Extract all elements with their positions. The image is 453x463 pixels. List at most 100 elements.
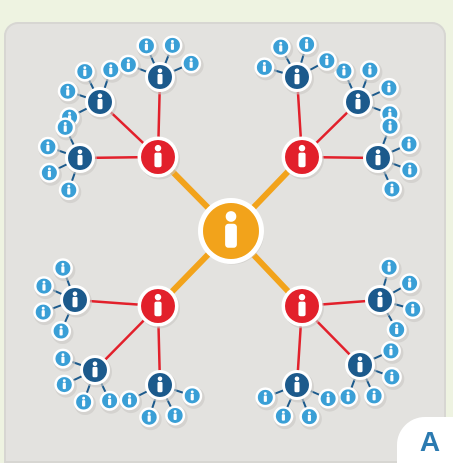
person-icon	[342, 65, 346, 76]
person-head	[157, 68, 163, 74]
tier3-node	[380, 340, 404, 364]
person-icon	[368, 64, 372, 75]
tier2-node	[345, 350, 377, 383]
person-icon	[388, 120, 392, 131]
person-body	[346, 394, 350, 402]
person-head	[372, 390, 376, 394]
person-body	[407, 142, 411, 149]
person-icon	[294, 376, 300, 393]
person-head	[294, 376, 300, 382]
person-body	[387, 85, 391, 93]
person-icon	[47, 167, 51, 178]
tier3-node	[58, 180, 82, 204]
tier3-node	[379, 257, 402, 281]
person-icon	[325, 55, 329, 66]
person-head	[59, 325, 63, 329]
person-icon	[411, 303, 415, 314]
person-head	[128, 394, 131, 398]
person-icon	[387, 82, 391, 93]
person-body	[66, 89, 70, 96]
person-head	[61, 262, 65, 266]
person-icon	[279, 41, 283, 52]
person-body	[342, 69, 346, 76]
tier3-node	[73, 392, 97, 416]
person-icon	[83, 66, 87, 77]
person-body	[294, 381, 300, 393]
person-body	[325, 58, 329, 66]
person-icon	[372, 390, 376, 401]
person-head	[279, 41, 283, 45]
person-icon	[407, 138, 411, 149]
tier3-node	[39, 162, 62, 186]
person-head	[325, 55, 329, 59]
person-body	[46, 144, 50, 152]
tier3-node	[99, 390, 123, 414]
person-head	[46, 141, 50, 145]
person-head	[189, 58, 193, 61]
person-icon	[154, 293, 162, 317]
tier3-node	[100, 59, 124, 83]
person-head	[77, 149, 83, 155]
person-head	[82, 396, 86, 400]
panel-label-badge: A	[397, 417, 453, 463]
person-body	[108, 398, 112, 406]
person-body	[62, 382, 66, 390]
tier3-node	[381, 179, 405, 203]
person-icon	[262, 62, 266, 72]
tier3-node	[181, 53, 204, 77]
person-head	[307, 411, 311, 415]
person-body	[388, 124, 392, 131]
person-head	[144, 40, 148, 44]
person-head	[154, 293, 162, 301]
tier2-node	[365, 285, 397, 318]
person-head	[298, 144, 306, 152]
person-body	[77, 154, 83, 166]
person-head	[97, 93, 103, 99]
tier3-node	[270, 37, 294, 61]
person-icon	[42, 280, 46, 291]
tier3-node	[52, 258, 76, 282]
person-head	[154, 144, 162, 152]
person-body	[154, 152, 162, 168]
person-head	[388, 108, 392, 112]
person-head	[108, 395, 112, 399]
tier3-node	[118, 54, 141, 78]
tier3-node	[165, 405, 188, 429]
person-body	[307, 414, 311, 422]
person-body	[67, 188, 71, 195]
tier3-node	[136, 35, 159, 59]
person-icon	[63, 122, 67, 132]
tier1-node	[137, 136, 180, 180]
person-body	[395, 327, 399, 335]
person-head	[342, 65, 346, 69]
person-icon	[109, 64, 113, 75]
tier3-node	[399, 273, 423, 297]
person-body	[147, 415, 151, 422]
person-head	[66, 85, 70, 89]
person-body	[294, 73, 300, 85]
person-body	[326, 396, 330, 404]
person-body	[127, 398, 132, 405]
tier3-node	[182, 385, 205, 409]
tier3-node	[119, 390, 143, 414]
person-head	[395, 324, 399, 328]
tier3-node	[378, 77, 402, 101]
person-body	[298, 301, 306, 317]
person-head	[346, 391, 350, 395]
person-icon	[387, 261, 391, 272]
tier3-node	[402, 299, 426, 323]
person-icon	[225, 211, 237, 248]
tier3-node	[57, 81, 81, 105]
person-head	[68, 111, 72, 115]
person-body	[144, 43, 148, 51]
nodes-layer	[33, 34, 426, 431]
person-body	[263, 395, 267, 402]
person-body	[170, 43, 174, 50]
person-head	[92, 361, 98, 367]
person-body	[190, 393, 194, 401]
person-head	[157, 376, 163, 382]
person-head	[61, 353, 65, 357]
person-head	[298, 293, 306, 301]
